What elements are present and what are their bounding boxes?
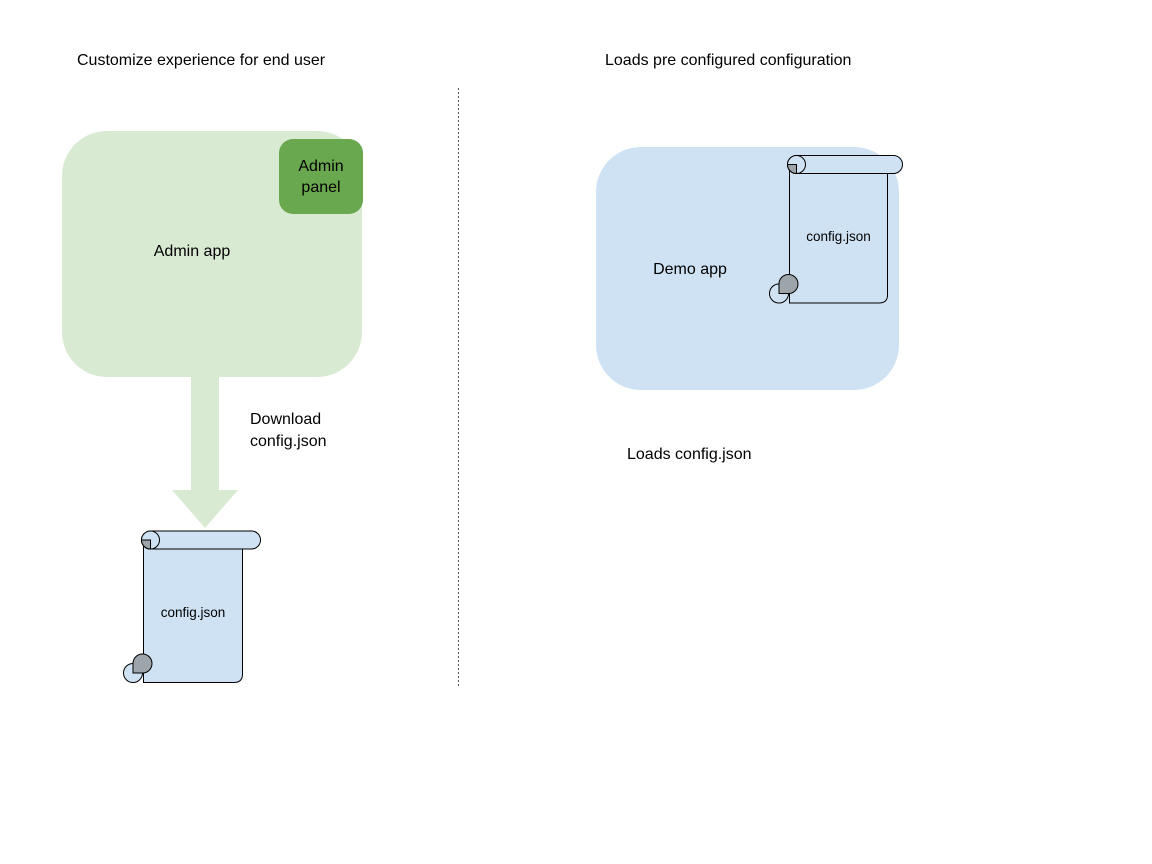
- config-scroll-right-icon[interactable]: [768, 154, 908, 308]
- loads-config-caption: Loads config.json: [627, 446, 752, 463]
- admin-panel-box[interactable]: Admin panel: [279, 139, 363, 214]
- download-arrow-label: Download config.json: [250, 411, 327, 450]
- config-json-label-left: config.json: [160, 605, 226, 620]
- scroll-top-curl-shade: [140, 539, 151, 550]
- scroll-bottom-curl-shade: [778, 274, 799, 294]
- download-arrow-icon: [172, 377, 238, 528]
- scroll-top-curl-shade: [786, 164, 797, 175]
- scroll-body: [143, 539, 243, 683]
- admin-app-label: Admin app: [153, 243, 231, 260]
- admin-app-box[interactable]: Admin panel Admin app: [62, 131, 363, 377]
- scroll-bottom-curl-shade: [132, 653, 153, 674]
- demo-app-label: Demo app: [653, 261, 727, 278]
- section-divider-line: [458, 88, 459, 687]
- config-scroll-left-icon[interactable]: [122, 530, 264, 686]
- right-section-title: Loads pre configured configuration: [605, 52, 852, 69]
- left-section-title: Customize experience for end user: [77, 52, 326, 69]
- scroll-body: [789, 163, 888, 304]
- admin-panel-label: Admin panel: [298, 157, 344, 196]
- download-arrow-shape: [172, 377, 238, 528]
- config-json-label-right: config.json: [806, 229, 871, 244]
